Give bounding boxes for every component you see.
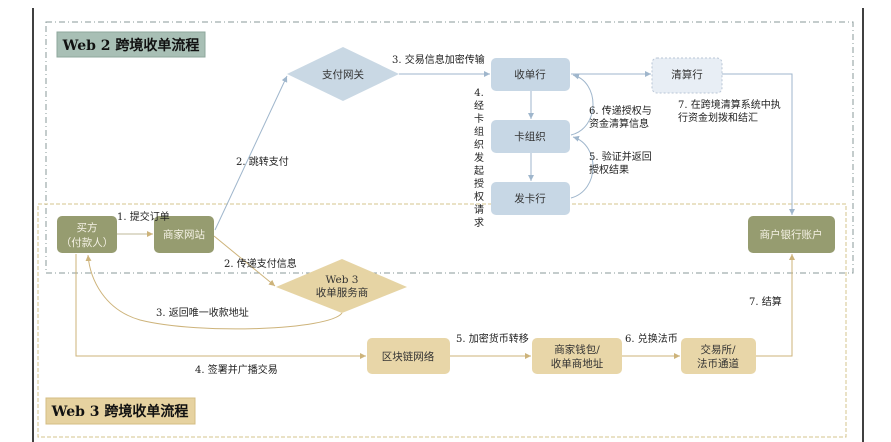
node-merchant-wallet: 商家钱包/ 收单商地址 xyxy=(532,338,622,374)
label-web2-step7-line1: 7. 在跨境清算系统中执 xyxy=(678,98,781,111)
svg-text:法币通道: 法币通道 xyxy=(697,357,739,370)
svg-text:求: 求 xyxy=(474,217,484,229)
label-web2-step5-line1: 5. 验证并返回 xyxy=(589,150,652,163)
label-web2-step5-line2: 授权结果 xyxy=(589,163,629,176)
label-web3-step4: 4. 签署并广播交易 xyxy=(195,363,278,376)
edge-buyer-to-blockchain xyxy=(75,254,366,359)
edge-issuer-to-cardorg xyxy=(570,135,594,199)
edge-clearing-to-merchantbank xyxy=(722,73,795,215)
svg-text:Web 3: Web 3 xyxy=(326,274,359,286)
svg-text:商户银行账户: 商户银行账户 xyxy=(760,228,823,241)
label-web3-step7: 7. 结算 xyxy=(749,295,782,308)
svg-text:区块链网络: 区块链网络 xyxy=(382,350,435,363)
node-payment-gateway: 支付网关 xyxy=(287,47,399,101)
svg-text:商家网站: 商家网站 xyxy=(163,228,205,241)
label-web2-step6-line2: 资金清算信息 xyxy=(589,117,649,130)
web3-title: Web 3 跨境收单流程 xyxy=(51,403,189,420)
svg-text:收单商地址: 收单商地址 xyxy=(551,357,604,370)
edge-site-to-gateway xyxy=(214,75,288,231)
node-blockchain-network: 区块链网络 xyxy=(367,338,450,374)
svg-text:授: 授 xyxy=(474,177,484,190)
label-web3-step2: 2. 传递支付信息 xyxy=(224,257,297,270)
web2-container xyxy=(45,21,854,274)
svg-text:商家钱包/: 商家钱包/ xyxy=(554,343,600,356)
node-merchant-bank-account: 商户银行账户 xyxy=(748,216,835,253)
node-buyer: 买方 （付款人） xyxy=(57,216,117,253)
label-web2-step2: 2. 跳转支付 xyxy=(236,155,289,168)
svg-text:买方: 买方 xyxy=(77,221,98,234)
label-web3-step5: 5. 加密货币转移 xyxy=(456,332,529,345)
svg-text:发: 发 xyxy=(474,151,484,164)
svg-text:清算行: 清算行 xyxy=(671,68,703,81)
svg-text:卡: 卡 xyxy=(474,112,484,125)
web2-title-box: Web 2 跨境收单流程 xyxy=(56,31,206,58)
label-web2-step6-line1: 6. 传递授权与 xyxy=(589,104,652,117)
edge-exchange-to-merchantbank xyxy=(756,254,795,357)
node-issuer-bank: 发卡行 xyxy=(491,182,570,215)
svg-text:经: 经 xyxy=(474,99,484,112)
label-web2-step3: 3. 交易信息加密传输 xyxy=(392,53,485,66)
label-web2-step7-line2: 行资金划拨和结汇 xyxy=(678,111,758,124)
svg-text:4.: 4. xyxy=(474,88,484,99)
web2-title: Web 2 跨境收单流程 xyxy=(62,37,200,54)
label-web3-step6: 6. 兑换法币 xyxy=(625,332,678,345)
node-exchange: 交易所/ 法币通道 xyxy=(681,338,756,374)
svg-text:起: 起 xyxy=(474,165,484,177)
svg-text:收单服务商: 收单服务商 xyxy=(316,286,369,299)
svg-text:发卡行: 发卡行 xyxy=(514,192,546,205)
edge-site-to-provider xyxy=(213,235,276,287)
edge-cardorg-to-acquirer xyxy=(570,73,594,136)
svg-text:收单行: 收单行 xyxy=(514,68,546,81)
web3-container xyxy=(37,203,847,438)
node-card-organization: 卡组织 xyxy=(491,120,570,153)
node-clearing-bank: 清算行 xyxy=(651,57,723,94)
label-step1-submit-order: 1. 提交订单 xyxy=(117,210,170,223)
svg-text:组: 组 xyxy=(474,125,484,138)
label-web2-step4: 4. 经 卡 组 织 发 起 授 权 请 求 xyxy=(474,88,484,229)
svg-text:卡组织: 卡组织 xyxy=(514,130,546,143)
web3-title-box: Web 3 跨境收单流程 xyxy=(45,397,196,425)
node-merchant-website: 商家网站 xyxy=(154,216,214,253)
edge-provider-to-buyer xyxy=(85,254,343,330)
svg-text:织: 织 xyxy=(474,139,484,151)
svg-text:支付网关: 支付网关 xyxy=(322,68,364,81)
svg-text:交易所/: 交易所/ xyxy=(700,343,735,356)
svg-text:（付款人）: （付款人） xyxy=(61,236,114,249)
svg-text:权: 权 xyxy=(474,190,484,203)
node-web3-provider: Web 3 收单服务商 xyxy=(276,259,407,313)
svg-text:请: 请 xyxy=(474,203,484,216)
label-web3-step3: 3. 返回唯一收款地址 xyxy=(156,306,249,319)
node-acquirer-bank: 收单行 xyxy=(491,58,570,91)
